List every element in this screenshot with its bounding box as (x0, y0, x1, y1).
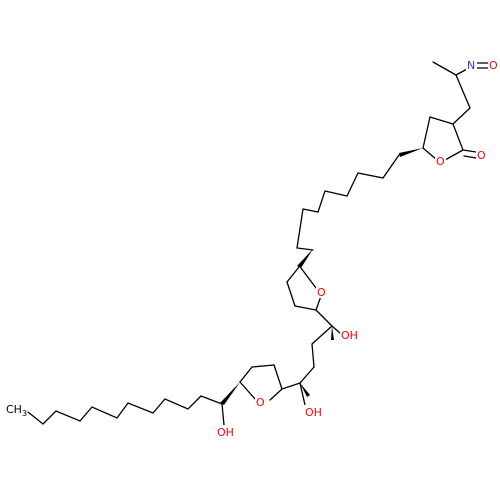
bond-carbonyl (462, 149, 477, 153)
nitroso-oxygen-label: O (489, 59, 498, 72)
bond-layer (27, 61, 490, 426)
wedge-oh-upper (331, 326, 334, 340)
bond-to-thf-lower (281, 382, 301, 390)
bond-lactone-o-c2 (444, 149, 464, 161)
bond-lactone-c5-o (422, 147, 438, 161)
bond-linker-3 (299, 366, 315, 384)
bond-oh-middle (299, 382, 306, 406)
lactone-ring-oxygen-label: O (436, 155, 445, 168)
bond-ch2-ring (452, 107, 471, 125)
atom-labels: N O O O O OH OH O OH CH3 (6, 58, 499, 439)
bond-thf-upper-5 (300, 267, 317, 289)
bond-lactone-c2-c3 (452, 123, 464, 151)
wedge-thf-lower (220, 382, 240, 405)
bond-thf-upper-1 (286, 266, 300, 283)
nitrogen-label: N (467, 59, 475, 72)
bond-thf-lower-3 (251, 364, 275, 368)
bond-thf-lower-5 (239, 381, 256, 400)
bond-lactone-c3-c4 (429, 116, 454, 125)
bond-carbonyl-double (463, 155, 477, 159)
bond-linker-2 (311, 343, 315, 368)
methyl-subscript: 3 (22, 409, 27, 418)
bond-thf-upper-4 (315, 295, 322, 311)
bond-carbinol-oh (221, 403, 225, 426)
bond-thf-lower-4 (239, 366, 253, 383)
wedge-thf-upper (297, 249, 313, 268)
bond-linker-1 (311, 325, 333, 345)
bond-carbinol-chain (200, 395, 223, 405)
bond-thf-upper-3 (294, 305, 317, 311)
thf-upper-oxygen-label: O (317, 286, 326, 299)
bond-thf-lower-1 (269, 388, 283, 401)
carbonyl-oxygen-label: O (477, 149, 486, 162)
bond-ch-ch2 (455, 74, 471, 109)
bond-thf-lower-2 (273, 364, 283, 390)
thf-lower-oxygen-label: O (256, 396, 265, 409)
bond-thf-upper-2 (286, 281, 296, 307)
hydroxyl-upper-label: OH (341, 329, 358, 342)
wedge-lactone (399, 148, 423, 157)
bond-thf-upper-linker (315, 309, 333, 327)
hydroxyl-middle-label: OH (305, 406, 322, 419)
hydroxyl-lower-label: OH (217, 426, 234, 439)
wedge-oh-middle (300, 383, 310, 397)
bond-ch-methyl (432, 61, 457, 76)
bond-oh-upper (331, 325, 341, 334)
bond-lactone-c4-c5 (422, 116, 431, 149)
bond-chain-decyl (27, 395, 202, 425)
methyl-terminal-label: CH3 (6, 403, 27, 418)
bond-chain-heptyl (296, 154, 400, 251)
